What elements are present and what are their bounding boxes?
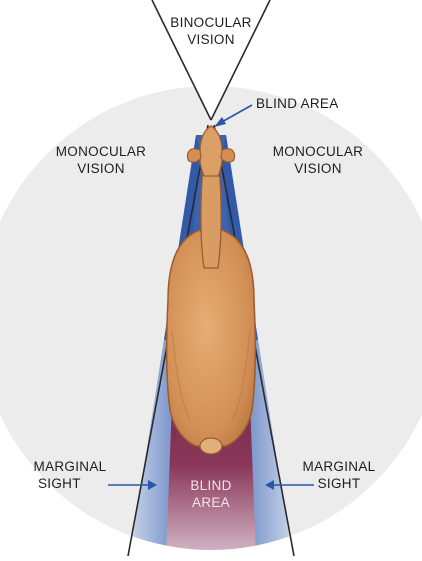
monocular-vision-right-label: MONOCULAR VISION xyxy=(263,143,373,177)
binocular-vision-label: BINOCULAR VISION xyxy=(161,14,261,48)
monocular-vision-left-label: MONOCULAR VISION xyxy=(46,143,156,177)
marginal-sight-left-label: MARGINAL SIGHT xyxy=(28,458,112,492)
marginal-sight-right-label: MARGINAL SIGHT xyxy=(294,458,384,492)
blind-area-rear-label: BLIND AREA xyxy=(176,477,246,511)
blind-area-front-label: BLIND AREA xyxy=(256,95,339,112)
